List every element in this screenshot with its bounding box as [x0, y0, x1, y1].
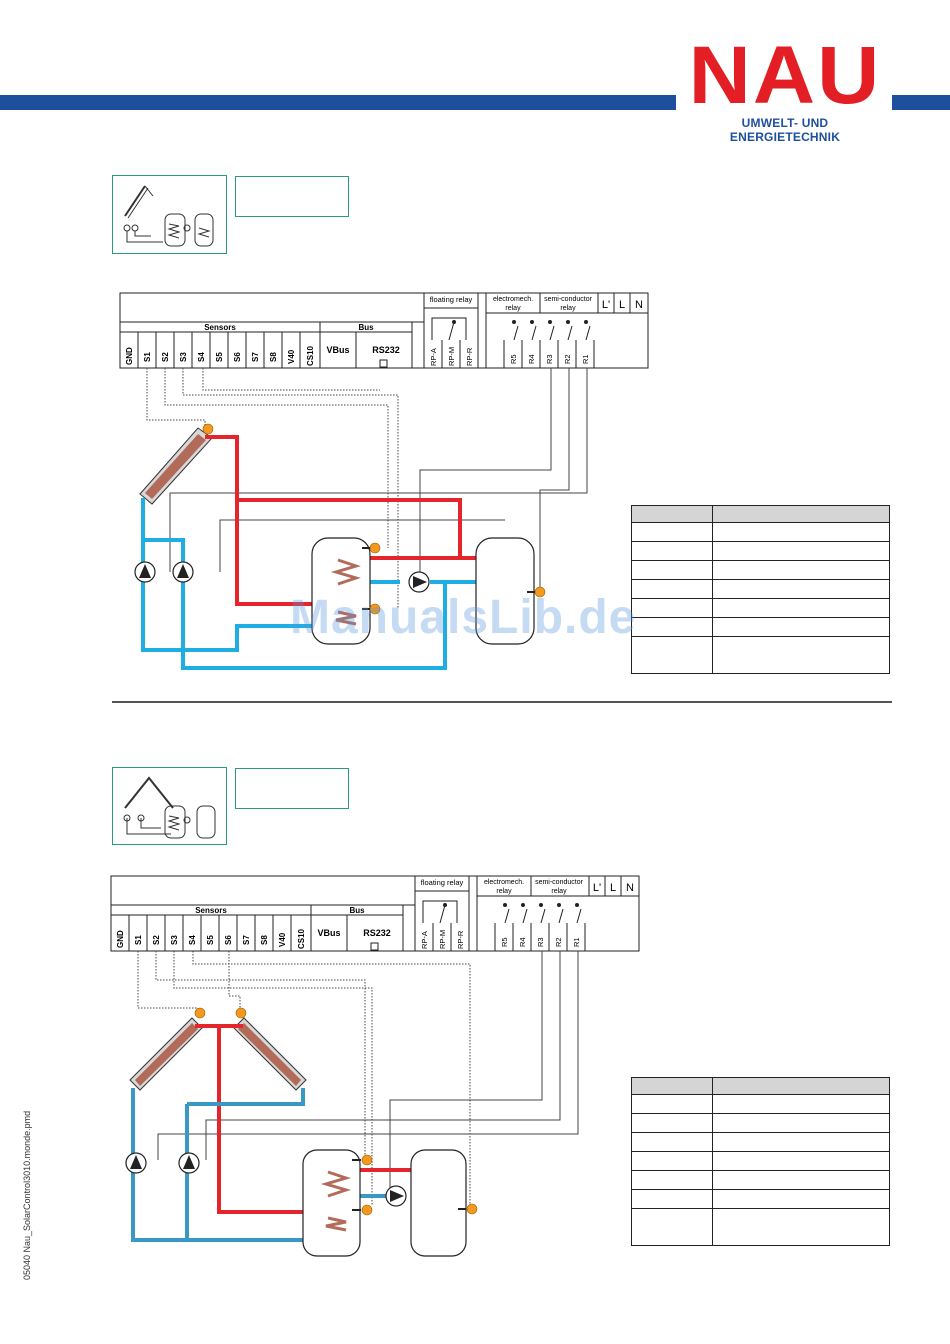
terminal-r3: R3	[545, 354, 554, 364]
terminal-n-2: N	[626, 882, 634, 894]
semiconductor-label-2-l2: relay	[551, 888, 567, 895]
electromech-label-l2: relay	[505, 305, 521, 312]
file-note: 05040 Nau_SolarControl3010.monde.pmd	[22, 1110, 32, 1280]
semiconductor-label-l2: relay	[560, 305, 576, 312]
sensors-label-2: Sensors	[195, 906, 227, 915]
terminal-r1: R1	[581, 354, 590, 364]
terminal-r5: R5	[509, 354, 518, 364]
floating-relay-label-2: floating relay	[421, 878, 464, 887]
terminal-r2: R2	[563, 354, 572, 364]
terminal-r4: R4	[527, 354, 536, 364]
terminal-gnd: GND	[125, 347, 134, 365]
rs232-label-2: RS232	[363, 928, 391, 938]
sensors-label: Sensors	[204, 323, 236, 332]
terminal-s5-2: S5	[206, 935, 215, 945]
terminal-r3-2: R3	[536, 937, 545, 947]
system-name-box-2	[235, 768, 349, 809]
terminal-rp-a: RP-A	[429, 348, 438, 366]
electromech-label-2-l2: relay	[496, 888, 512, 895]
terminal-r4-2: R4	[518, 937, 527, 947]
wiring-diagram-1: Sensors Bus floating relay electromech. …	[119, 292, 649, 670]
terminal-lprime: L'	[602, 299, 610, 311]
terminal-rp-r-2: RP-R	[456, 930, 465, 949]
header-band-right	[892, 95, 950, 110]
terminal-s4-2: S4	[188, 935, 197, 945]
terminal-r5-2: R5	[500, 937, 509, 947]
terminal-s2-2: S2	[152, 935, 161, 945]
terminal-s7: S7	[251, 352, 260, 362]
system-thumbnail-1-icon	[123, 185, 214, 247]
watermark: ManualsLib.de	[290, 591, 637, 644]
brand-logo: NAU	[688, 30, 882, 121]
system-thumbnail-2	[112, 767, 227, 845]
terminal-s3: S3	[179, 352, 188, 362]
terminal-s6: S6	[233, 352, 242, 362]
section-divider	[112, 701, 892, 703]
legend-table-2	[631, 1077, 891, 1246]
terminal-cs10-2: CS10	[297, 928, 306, 949]
legend-table-1	[631, 505, 891, 674]
terminal-v40: V40	[287, 349, 296, 364]
system-thumbnail-1	[112, 175, 227, 254]
system-thumbnail-2-icon	[123, 776, 216, 839]
semiconductor-label-2-l1: semi-conductor	[535, 879, 584, 886]
rs232-label: RS232	[372, 345, 400, 355]
brand-tagline: UMWELT- UND ENERGIETECHNIK	[729, 116, 841, 144]
terminal-l: L	[619, 299, 625, 311]
terminal-r2-2: R2	[554, 937, 563, 947]
terminal-lprime-2: L'	[593, 882, 601, 894]
terminal-cs10: CS10	[306, 345, 315, 366]
terminal-rp-m: RP-M	[447, 347, 456, 366]
terminal-s5: S5	[215, 352, 224, 362]
semiconductor-label-l1: semi-conductor	[544, 296, 593, 303]
terminal-r1-2: R1	[572, 937, 581, 947]
system-name-box-1	[235, 176, 349, 217]
terminal-s1-2: S1	[134, 935, 143, 945]
floating-relay-label: floating relay	[430, 295, 473, 304]
bus-label-2: Bus	[349, 906, 365, 915]
terminal-s3-2: S3	[170, 935, 179, 945]
vbus-label: VBus	[326, 345, 349, 355]
terminal-rp-m-2: RP-M	[438, 930, 447, 949]
terminal-s8: S8	[269, 352, 278, 362]
terminal-l-2: L	[610, 882, 616, 894]
electromech-label-2-l1: electromech.	[484, 879, 524, 886]
terminal-s1: S1	[143, 352, 152, 362]
terminal-rp-a-2: RP-A	[420, 931, 429, 949]
terminal-v40-2: V40	[278, 932, 287, 947]
bus-label: Bus	[358, 323, 374, 332]
terminal-n: N	[635, 299, 643, 311]
header-band-left	[0, 95, 676, 110]
terminal-s4: S4	[197, 352, 206, 362]
terminal-gnd-2: GND	[116, 930, 125, 948]
electromech-label-l1: electromech.	[493, 296, 533, 303]
terminal-s2: S2	[161, 352, 170, 362]
wiring-diagram-2: Sensors Bus floating relay electromech. …	[110, 875, 640, 1257]
vbus-label-2: VBus	[317, 928, 340, 938]
terminal-s6-2: S6	[224, 935, 233, 945]
terminal-rp-r: RP-R	[465, 347, 474, 366]
terminal-s7-2: S7	[242, 935, 251, 945]
terminal-s8-2: S8	[260, 935, 269, 945]
